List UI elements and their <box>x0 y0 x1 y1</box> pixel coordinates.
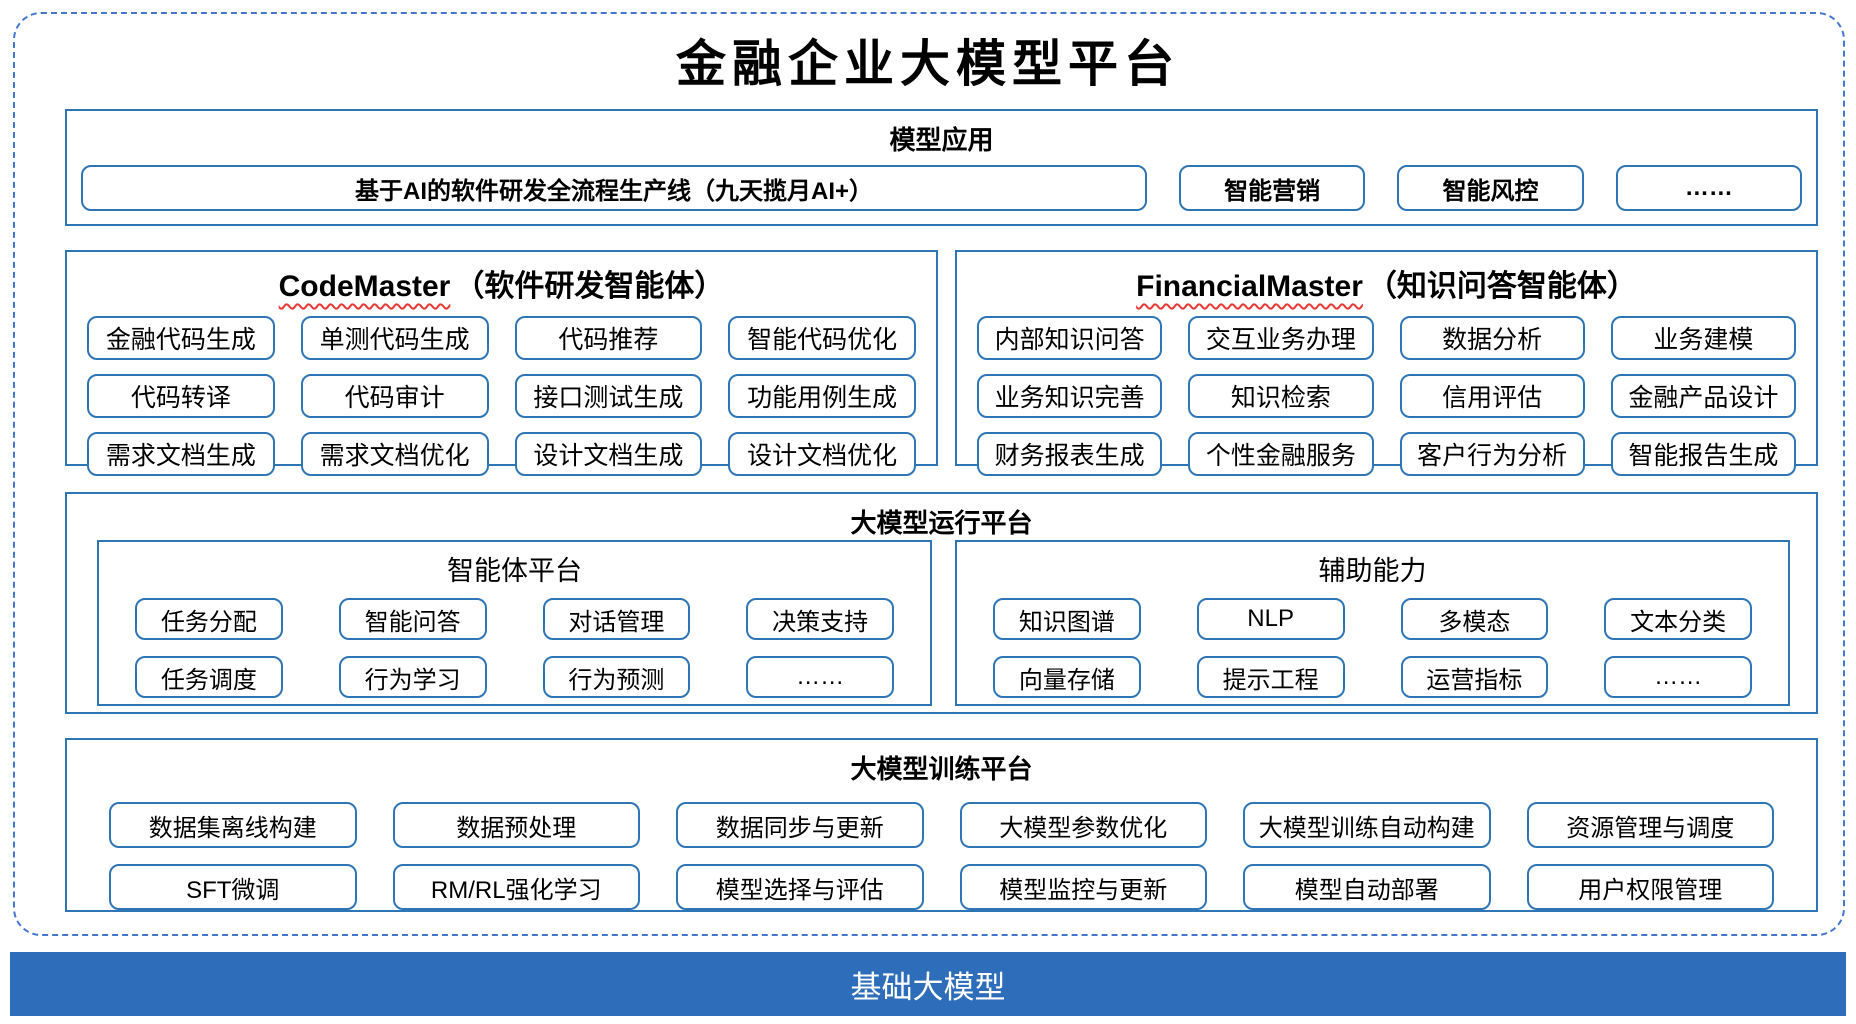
outer-dashed-frame <box>13 12 1845 936</box>
capability-box: 行为学习 <box>338 656 487 698</box>
capability-box: 业务知识完善 <box>977 374 1163 418</box>
agent-platform-grid: 任务分配 智能问答 对话管理 决策支持 任务调度 行为学习 行为预测 …… <box>99 598 930 698</box>
capability-box: 知识图谱 <box>993 598 1141 640</box>
codemaster-title-en: CodeMaster <box>278 270 451 303</box>
financialmaster-title: FinancialMaster（知识问答智能体） <box>957 261 1816 305</box>
capability-box: 智能风控 <box>1397 165 1584 211</box>
capability-box: 代码推荐 <box>514 316 703 360</box>
capability-box: 单测代码生成 <box>300 316 489 360</box>
capability-box: 资源管理与调度 <box>1526 802 1774 848</box>
capability-box: 模型监控与更新 <box>959 864 1207 910</box>
section-financialmaster: FinancialMaster（知识问答智能体） 内部知识问答 交互业务办理 数… <box>955 250 1818 476</box>
capability-box: 基于AI的软件研发全流程生产线（九天揽月AI+） <box>81 165 1147 211</box>
subsection-aux-ability: 辅助能力 知识图谱 NLP 多模态 文本分类 向量存储 提示工程 运营指标 …… <box>955 540 1790 706</box>
capability-box: 代码审计 <box>300 374 489 418</box>
section-training-platform: 大模型训练平台 数据集离线构建 数据预处理 数据同步与更新 大模型参数优化 大模… <box>65 738 1818 912</box>
section-model-applications: 模型应用 基于AI的软件研发全流程生产线（九天揽月AI+） 智能营销 智能风控 … <box>65 109 1818 226</box>
capability-box: NLP <box>1196 598 1345 640</box>
capability-box: …… <box>1604 656 1752 698</box>
capability-box: 客户行为分析 <box>1399 432 1585 476</box>
aux-ability-grid: 知识图谱 NLP 多模态 文本分类 向量存储 提示工程 运营指标 …… <box>957 598 1788 698</box>
capability-box: 向量存储 <box>993 656 1141 698</box>
capability-box: 模型选择与评估 <box>676 864 924 910</box>
capability-box: 大模型参数优化 <box>959 802 1207 848</box>
capability-box: 任务分配 <box>135 598 283 640</box>
capability-box: 用户权限管理 <box>1526 864 1774 910</box>
capability-box: 需求文档生成 <box>87 432 275 476</box>
page-title: 金融企业大模型平台 <box>676 34 1180 93</box>
codemaster-title: CodeMaster（软件研发智能体） <box>67 261 936 305</box>
capability-box: 交互业务办理 <box>1188 316 1374 360</box>
section-runtime-platform: 大模型运行平台 智能体平台 任务分配 智能问答 对话管理 决策支持 任务调度 行… <box>65 492 1818 714</box>
training-platform-grid: 数据集离线构建 数据预处理 数据同步与更新 大模型参数优化 大模型训练自动构建 … <box>67 802 1816 910</box>
capability-box: …… <box>746 656 894 698</box>
subsection-agent-platform: 智能体平台 任务分配 智能问答 对话管理 决策支持 任务调度 行为学习 行为预测… <box>97 540 932 706</box>
capability-box: 行为预测 <box>542 656 691 698</box>
runtime-platform-title: 大模型运行平台 <box>850 508 1033 538</box>
capability-box: 决策支持 <box>746 598 894 640</box>
capability-box: 金融产品设计 <box>1610 374 1796 418</box>
capability-box: 信用评估 <box>1399 374 1585 418</box>
capability-box: 知识检索 <box>1188 374 1374 418</box>
model-applications-title: 模型应用 <box>889 125 994 155</box>
aux-ability-title: 辅助能力 <box>1318 556 1427 586</box>
foundation-model-label: 基础大模型 <box>850 969 1006 1005</box>
capability-box: 运营指标 <box>1400 656 1549 698</box>
section-codemaster: CodeMaster（软件研发智能体） 金融代码生成 单测代码生成 代码推荐 智… <box>65 250 938 476</box>
capability-box: 内部知识问答 <box>977 316 1163 360</box>
capability-box: 需求文档优化 <box>300 432 489 476</box>
capability-box: 模型自动部署 <box>1243 864 1491 910</box>
capability-box: 大模型训练自动构建 <box>1243 802 1491 848</box>
capability-box: 接口测试生成 <box>514 374 703 418</box>
capability-box: 数据预处理 <box>392 802 640 848</box>
financialmaster-title-en: FinancialMaster <box>1136 270 1363 303</box>
capability-box: 多模态 <box>1400 598 1549 640</box>
capability-box: 金融代码生成 <box>87 316 275 360</box>
capability-box: 数据分析 <box>1399 316 1585 360</box>
capability-box: 智能营销 <box>1179 165 1366 211</box>
capability-box: 设计文档优化 <box>728 432 916 476</box>
financialmaster-grid: 内部知识问答 交互业务办理 数据分析 业务建模 业务知识完善 知识检索 信用评估… <box>957 316 1816 476</box>
capability-box: 任务调度 <box>135 656 283 698</box>
model-applications-row: 基于AI的软件研发全流程生产线（九天揽月AI+） 智能营销 智能风控 …… <box>81 165 1802 211</box>
financialmaster-title-zh: （知识问答智能体） <box>1366 270 1637 303</box>
capability-box: 个性金融服务 <box>1188 432 1374 476</box>
codemaster-title-zh: （软件研发智能体） <box>454 270 725 303</box>
capability-box: 文本分类 <box>1604 598 1752 640</box>
capability-box: 业务建模 <box>1610 316 1796 360</box>
capability-box: 设计文档生成 <box>514 432 703 476</box>
agent-platform-title: 智能体平台 <box>447 556 582 586</box>
codemaster-grid: 金融代码生成 单测代码生成 代码推荐 智能代码优化 代码转译 代码审计 接口测试… <box>67 316 936 476</box>
capability-box: 代码转译 <box>87 374 275 418</box>
training-platform-title: 大模型训练平台 <box>850 754 1033 784</box>
capability-box: 数据同步与更新 <box>676 802 924 848</box>
capability-box: 智能代码优化 <box>728 316 916 360</box>
capability-box: SFT微调 <box>109 864 357 910</box>
capability-box: 财务报表生成 <box>977 432 1163 476</box>
capability-box: RM/RL强化学习 <box>392 864 640 910</box>
capability-box: 智能问答 <box>338 598 487 640</box>
capability-box: 对话管理 <box>542 598 691 640</box>
foundation-model-bar: 基础大模型 <box>10 952 1846 1016</box>
capability-box: 数据集离线构建 <box>109 802 357 848</box>
capability-box: 智能报告生成 <box>1610 432 1796 476</box>
capability-box: 功能用例生成 <box>728 374 916 418</box>
capability-box: 提示工程 <box>1196 656 1345 698</box>
capability-box: …… <box>1615 165 1802 211</box>
